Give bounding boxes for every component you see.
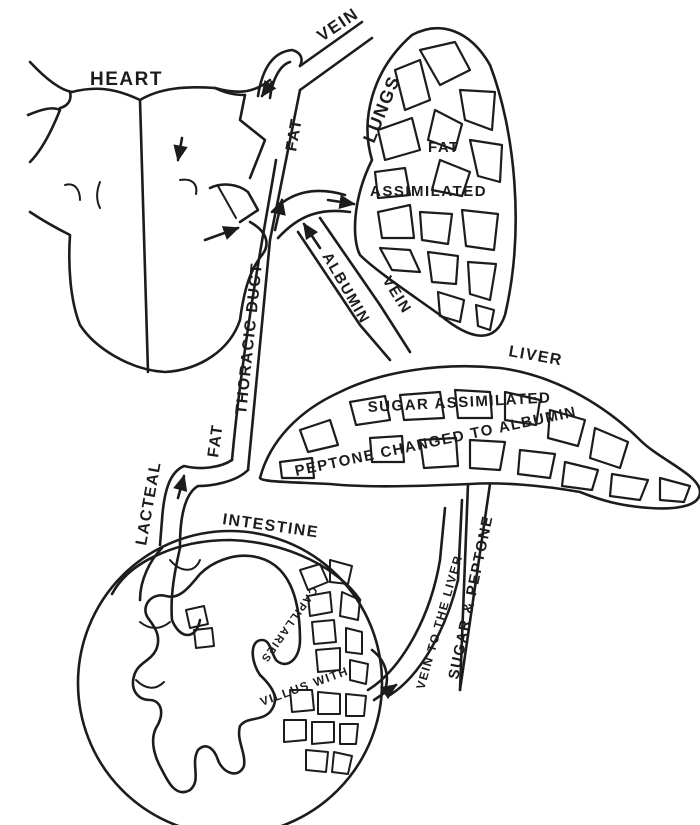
fat-upper-label: FAT bbox=[283, 117, 306, 153]
intestine: INTESTINE CAPILLARIES VILL bbox=[78, 511, 396, 825]
capillaries-label: CAPILLARIES bbox=[258, 584, 319, 664]
portal-vein: VEIN TO THE LIVER SUGAR & PEPTONE bbox=[368, 484, 497, 695]
fat-lower-label: FAT bbox=[205, 423, 227, 459]
liver-label: LIVER bbox=[507, 343, 564, 369]
lungs-label: LUNGS bbox=[359, 73, 404, 146]
lacteal: LACTEAL bbox=[133, 460, 248, 547]
heart: HEART bbox=[28, 62, 270, 372]
liver: LIVER SUGAR ASSIMILATED PEPTONE CHANGED … bbox=[260, 343, 700, 508]
assimilated-label: ASSIMILATED bbox=[370, 183, 487, 200]
vein-and-thoracic-duct: VEIN FAT THORACIC DUCT FAT bbox=[205, 4, 372, 470]
heart-label: HEART bbox=[90, 69, 163, 90]
villus-with-label: VILLUS WITH bbox=[258, 664, 350, 709]
lungs-fat-label: FAT bbox=[428, 139, 460, 156]
sugar-assimilated-label: SUGAR ASSIMILATED bbox=[367, 389, 551, 416]
